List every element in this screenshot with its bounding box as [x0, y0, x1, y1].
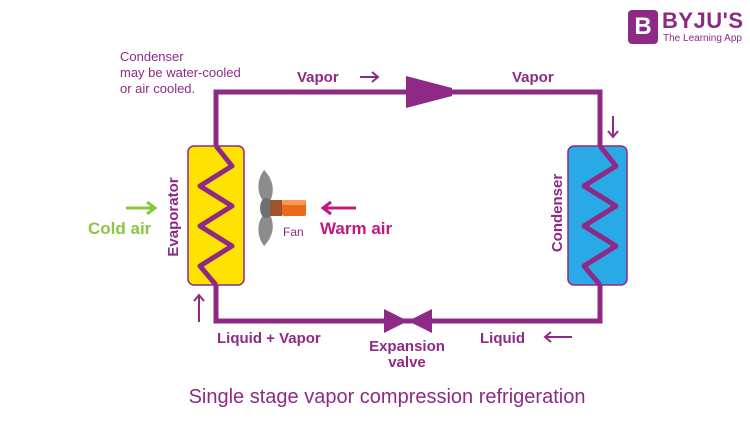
warm-air-label: Warm air	[320, 219, 393, 238]
cold-air-arrow	[126, 200, 158, 216]
condenser-inlet-arrow	[607, 116, 619, 139]
byjus-tagline: The Learning App	[663, 33, 742, 44]
note-line-1: Condenser	[120, 49, 184, 64]
note-line-2: may be water-cooled	[120, 65, 241, 80]
compressor-icon	[406, 76, 452, 108]
byjus-name: BYJU'S	[662, 8, 744, 33]
cold-air-label: Cold air	[88, 219, 152, 238]
condenser-coil	[581, 144, 619, 287]
evaporator-label: Evaporator	[165, 177, 182, 256]
condenser-label: Condenser	[549, 174, 566, 253]
byjus-logo: B BYJU'S The Learning App	[628, 8, 746, 48]
vapor-label-right: Vapor	[512, 69, 554, 86]
expansion-valve-label-line2: valve	[388, 354, 426, 371]
fan-icon	[258, 170, 306, 246]
vapor-label-left: Vapor	[297, 69, 339, 86]
evaporator-coil	[197, 144, 235, 287]
warm-air-arrow	[320, 200, 356, 216]
fan-label: Fan	[283, 225, 304, 239]
expansion-valve-icon-right	[408, 309, 432, 333]
diagram-caption: Single stage vapor compression refrigera…	[189, 386, 586, 408]
liquid-label: Liquid	[480, 330, 525, 347]
vapor-left-arrow	[360, 71, 380, 83]
evaporator-inlet-arrow	[193, 293, 205, 322]
liquid-arrow	[543, 331, 572, 343]
byjus-badge: B	[628, 10, 658, 44]
note-line-3: or air cooled.	[120, 81, 195, 96]
liquid-vapor-label: Liquid + Vapor	[217, 330, 321, 347]
expansion-valve-label-line1: Expansion	[369, 338, 445, 355]
expansion-valve-icon	[384, 309, 408, 333]
